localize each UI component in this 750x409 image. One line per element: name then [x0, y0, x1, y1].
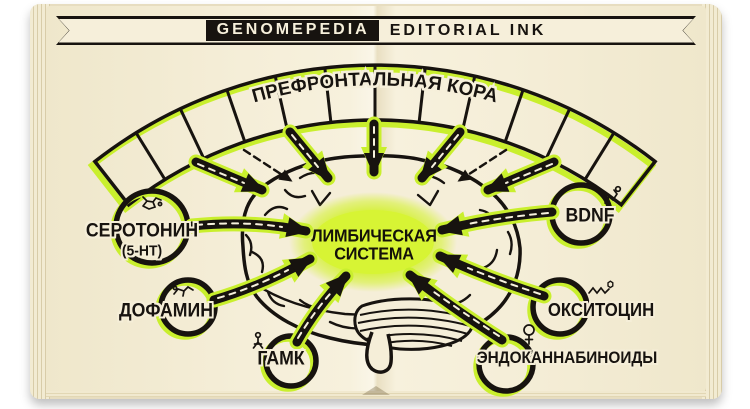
- node-to-limbic-arrows: [184, 204, 560, 350]
- limbic-system-ellipse: [289, 192, 457, 292]
- cortex-to-limbic-arrows: [188, 116, 562, 198]
- brainstem: [365, 331, 393, 374]
- dashed-cortex-arrows: [242, 148, 508, 182]
- masthead-ribbon-inner: GENOMEPEDIA EDITORIAL INK: [59, 19, 694, 43]
- oxytocin-ring: [530, 277, 590, 337]
- book-page-edges-right: [702, 4, 722, 399]
- book-page-edges-left: [30, 4, 50, 399]
- gaba-molecule-icon: [252, 331, 264, 349]
- oxytocin-molecule-icon: [588, 280, 614, 295]
- serotonin-sublabel: (5-HT): [121, 242, 163, 260]
- book-bottom-page-edge: [46, 391, 706, 397]
- masthead-ribbon: GENOMEPEDIA EDITORIAL INK: [56, 16, 696, 45]
- serotonin-molecule-icon: [142, 196, 163, 210]
- oxytocin-label: ОКСИТОЦИН: [547, 300, 655, 320]
- dopamine-label: ДОФАМИН: [119, 300, 213, 322]
- brand-editorial-ink: EDITORIAL INK: [389, 21, 547, 39]
- arc-segment-lines: [134, 65, 616, 181]
- endocannabinoids-molecule-icon: [523, 324, 535, 345]
- bdnf-label: BDNF: [565, 205, 615, 227]
- gaba-ring: [263, 333, 319, 389]
- serotonin-label: СЕРОТОНИН: [85, 220, 199, 242]
- book-spine-notch: [362, 386, 390, 395]
- bdnf-molecule-icon: [604, 185, 622, 204]
- molecule-icons: [142, 185, 622, 349]
- limbic-system-label-line2: СИСТЕМА: [334, 243, 414, 264]
- gaba-label: ГАМК: [257, 348, 305, 370]
- limbic-system-label-line1: ЛИМБИЧЕСКАЯ: [311, 225, 437, 246]
- endocannabinoids-label: ЭНДОКАННАБИНОИДЫ: [476, 348, 658, 367]
- dopamine-molecule-icon: [172, 285, 194, 297]
- brand-genomepedia: GENOMEPEDIA: [206, 20, 379, 41]
